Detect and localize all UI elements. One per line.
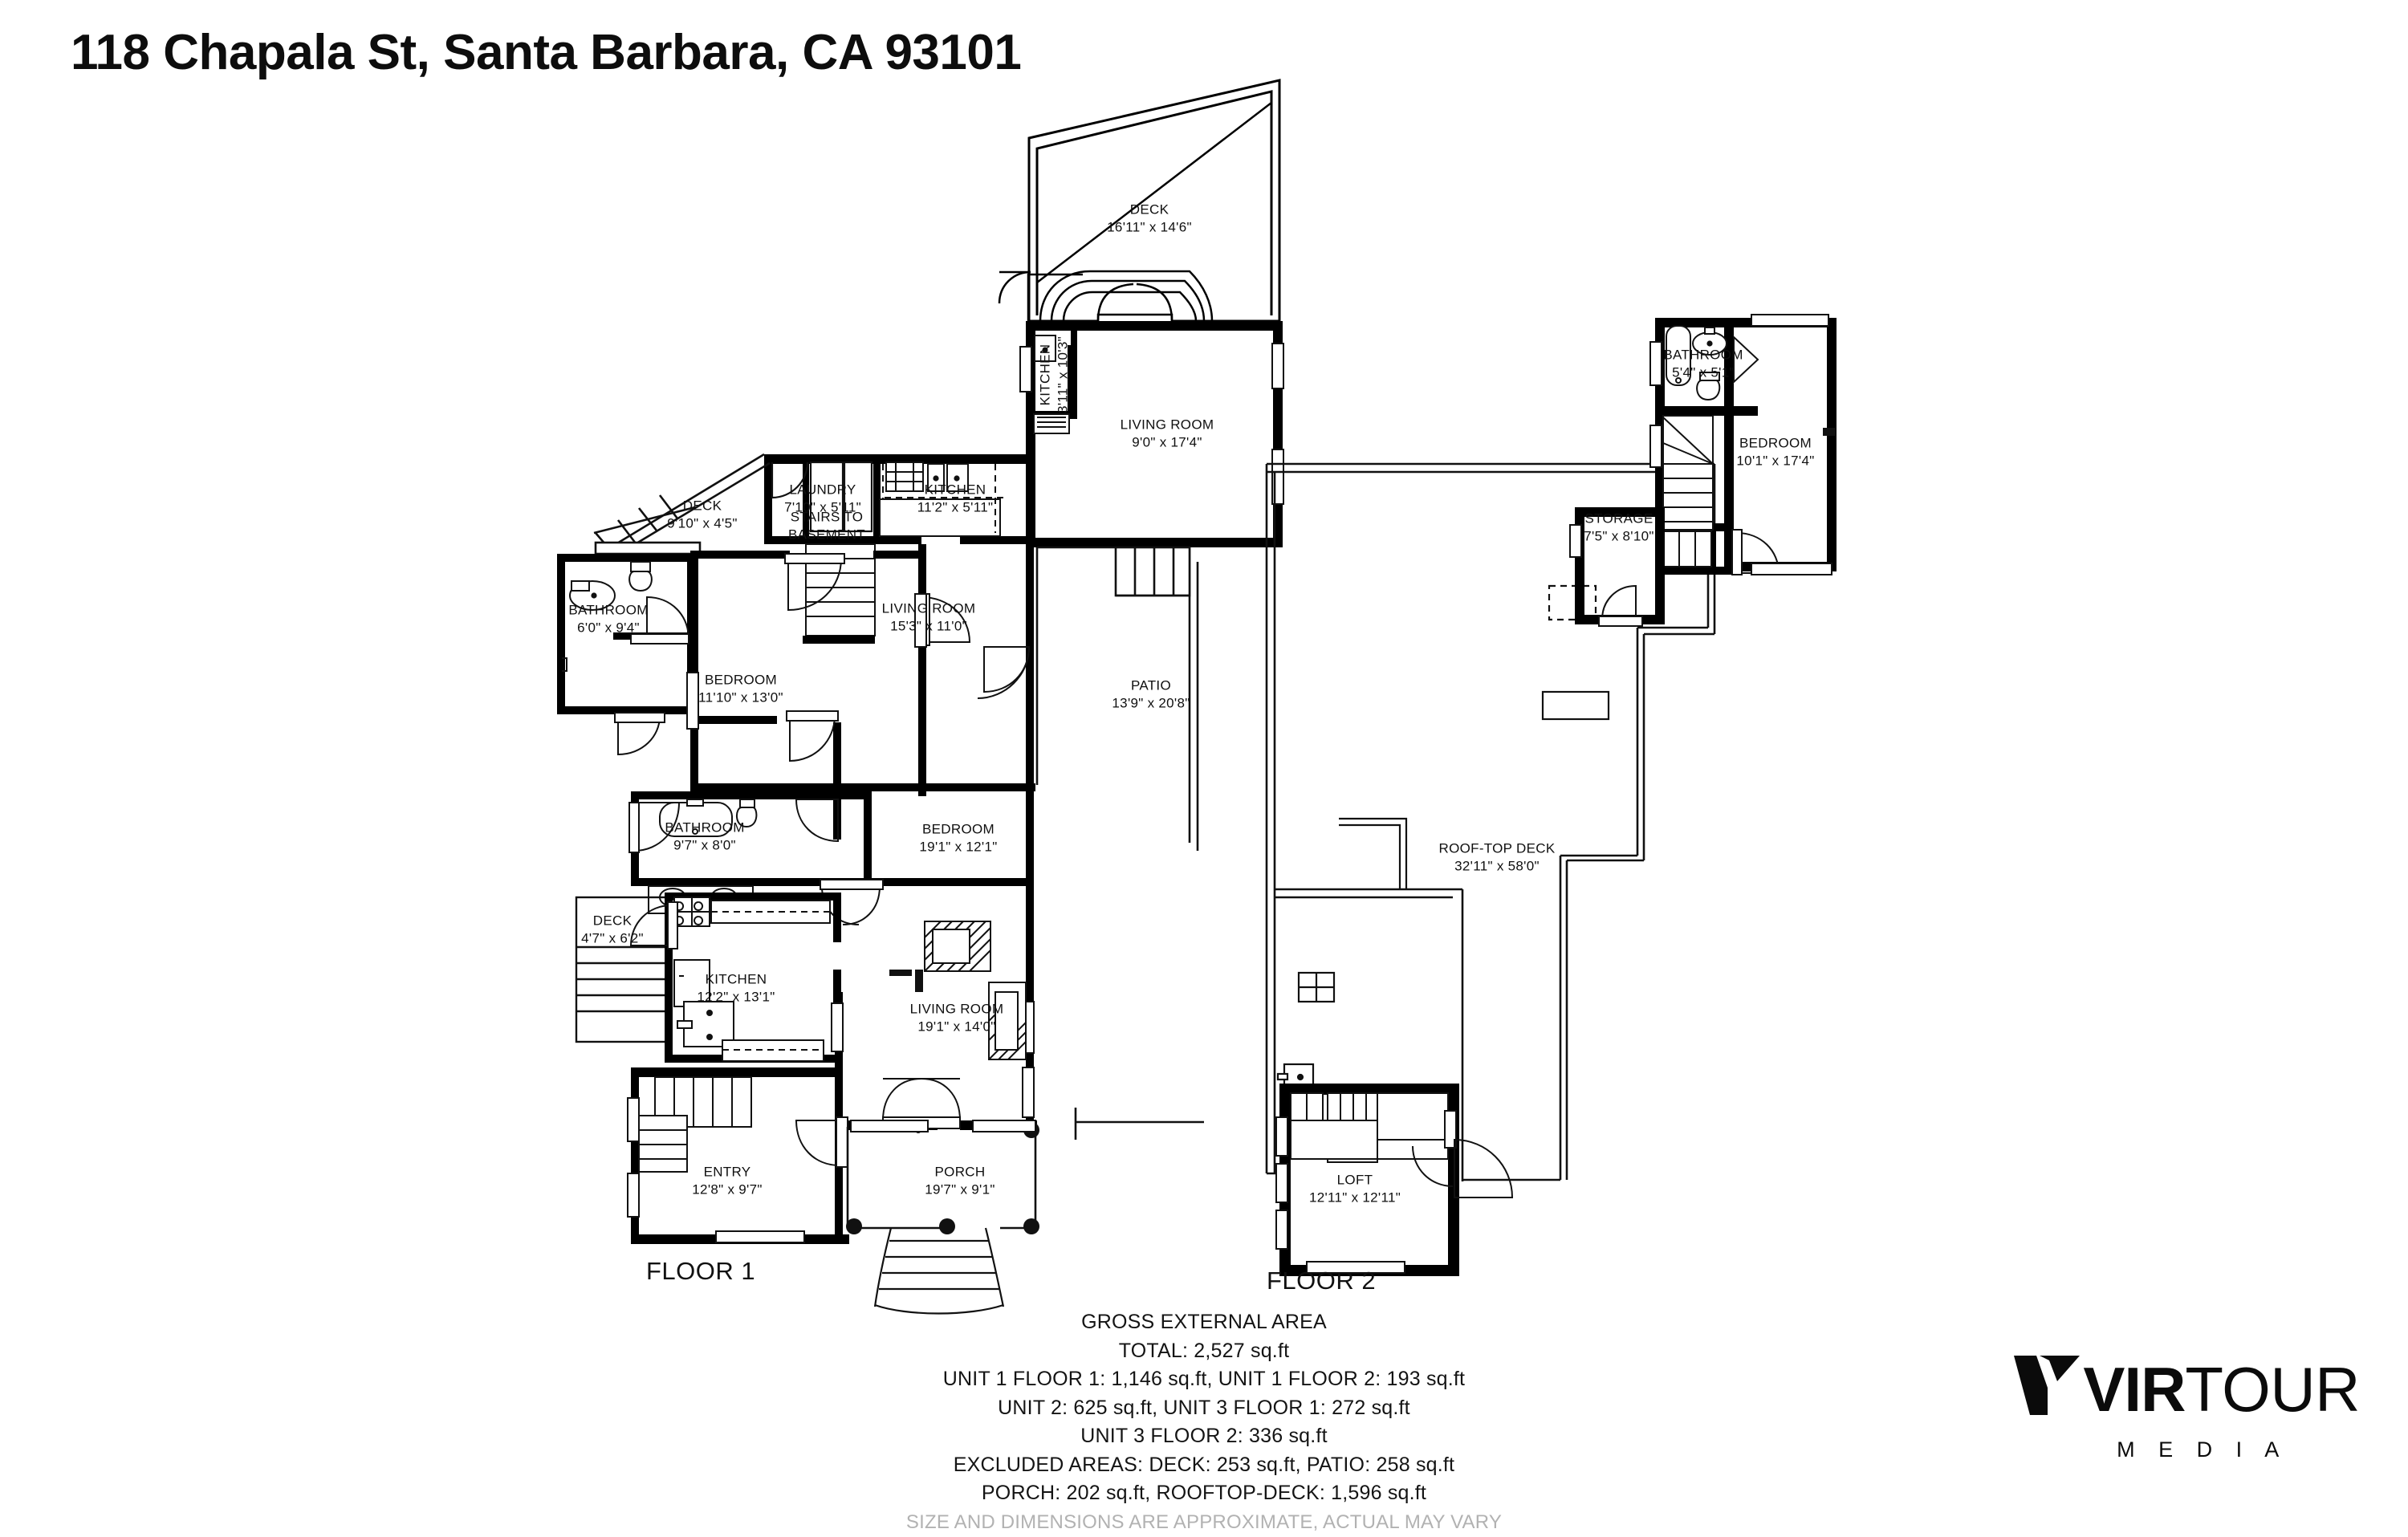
area-summary-line-1: TOTAL: 2,527 sq.ft [1118, 1339, 1290, 1362]
area-summary-disclaimer: SIZE AND DIMENSIONS ARE APPROXIMATE, ACT… [905, 1511, 1503, 1533]
area-summary-line-2: UNIT 1 FLOOR 1: 1,146 sq.ft, UNIT 1 FLOO… [942, 1368, 1466, 1390]
floor1-geometry [557, 79, 1284, 1315]
floor-2-label: FLOOR 2 [1267, 1267, 1377, 1295]
area-summary-line-3: UNIT 2: 625 sq.ft, UNIT 3 FLOOR 1: 272 s… [998, 1396, 1410, 1419]
floor2-geometry [1265, 314, 1837, 1276]
logo-v-chevron-icon [2012, 1352, 2081, 1426]
area-summary-line-6: PORCH: 202 sq.ft, ROOFTOP-DECK: 1,596 sq… [981, 1482, 1427, 1504]
floor-plan-drawing [557, 79, 1837, 1315]
logo-subtitle: M E D I A [2117, 1437, 2288, 1462]
area-summary-line-5: EXCLUDED AREAS: DECK: 253 sq.ft, PATIO: … [953, 1453, 1455, 1476]
floor-1-label: FLOOR 1 [646, 1257, 756, 1285]
floor-plan-page: 118 Chapala St, Santa Barbara, CA 93101 [71, 25, 2360, 1533]
area-summary-line-4: UNIT 3 FLOOR 2: 336 sq.ft [1080, 1425, 1328, 1447]
logo-brand-bold: VIR [2083, 1354, 2186, 1425]
logo-brand-light: TOUR [2185, 1354, 2360, 1425]
area-summary-line-0: GROSS EXTERNAL AREA [1081, 1311, 1327, 1333]
page-title: 118 Chapala St, Santa Barbara, CA 93101 [71, 25, 1022, 80]
